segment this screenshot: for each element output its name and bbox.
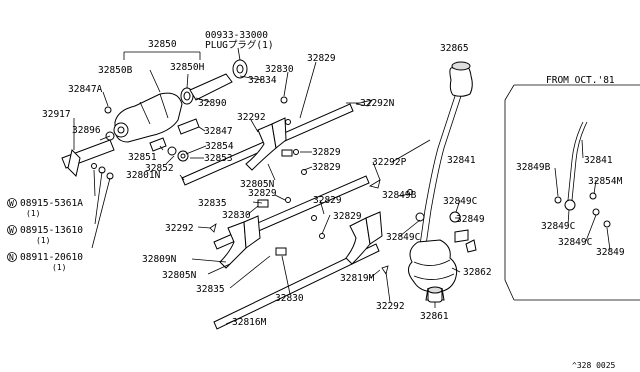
label-08915-5361a-qty: (1) (26, 209, 40, 218)
label-32809n: 32809N (142, 254, 177, 265)
diagram-code: ^328 0025 (572, 361, 616, 370)
label-08915-13610-qty: (1) (36, 236, 50, 245)
circle-w-1 (7, 198, 17, 208)
label-32849: 32849 (456, 214, 485, 225)
label-32849b: 32849B (382, 190, 417, 201)
label-32862: 32862 (463, 267, 492, 278)
inset-label-32849: 32849 (596, 247, 625, 258)
label-32292-mid: 32292 (165, 223, 194, 234)
circle-w-1-letter: W (9, 199, 14, 208)
label-32852: 32852 (145, 163, 174, 174)
upper-shift-shaft (61, 59, 248, 180)
part-labels: 32850 00933-33000 PLUGプラグ(1) 32865 32850… (20, 30, 625, 370)
label-from-oct-81: FROM OCT.'81 (546, 75, 615, 86)
label-32890: 32890 (198, 98, 227, 109)
inset-label-32849c-1: 32849C (541, 221, 575, 232)
label-32292n: 32292N (360, 98, 395, 109)
label-32805n-upper: 32805N (240, 179, 275, 190)
label-32830-mid: 32830 (222, 210, 251, 221)
label-32829-mid2: 32829 (312, 162, 341, 173)
label-32850b: 32850B (98, 65, 133, 76)
inset-label-32841: 32841 (584, 155, 613, 166)
circle-w-2-letter: W (9, 226, 14, 235)
circled-prefixes: W W N (7, 198, 17, 262)
label-32834: 32834 (248, 75, 277, 86)
label-08911-20610-qty: (1) (52, 263, 66, 272)
circle-n-1 (7, 252, 17, 262)
label-32829-right: 32829 (313, 195, 342, 206)
label-32829-lower: 32829 (333, 211, 362, 222)
fork-lower (345, 211, 383, 265)
label-32896: 32896 (72, 125, 101, 136)
inset-label-32854m: 32854M (588, 176, 623, 187)
label-08915-13610: 08915-13610 (20, 225, 83, 236)
label-32841: 32841 (447, 155, 476, 166)
label-32830-lower: 32830 (275, 293, 304, 304)
label-32292p: 32292P (372, 157, 407, 168)
label-32292-upper: 32292 (237, 112, 266, 123)
circle-n-1-letter: N (9, 253, 14, 262)
leader-lines (73, 47, 611, 325)
label-32801n: 32801N (126, 170, 161, 181)
label-32292-lower: 32292 (376, 301, 405, 312)
label-plug: PLUGプラグ(1) (205, 39, 274, 51)
label-32865: 32865 (440, 43, 469, 54)
label-00933-33000: 00933-33000 (205, 30, 268, 41)
shift-lever (419, 61, 473, 246)
label-32847: 32847 (204, 126, 233, 137)
label-32819m: 32819M (340, 273, 375, 284)
label-32829-top: 32829 (307, 53, 336, 64)
lever-knob-32861 (427, 286, 443, 303)
label-32835-lower: 32835 (196, 284, 225, 295)
label-32861: 32861 (420, 311, 449, 322)
label-32847a: 32847A (68, 84, 103, 95)
label-32830-top: 32830 (265, 64, 294, 75)
label-08911-20610: 08911-20610 (20, 252, 83, 263)
inset-label-32849c-2: 32849C (558, 237, 592, 248)
label-32851: 32851 (128, 152, 157, 163)
label-32849c-top: 32849C (443, 196, 477, 207)
inset-label-32849b: 32849B (516, 162, 551, 173)
label-32850: 32850 (148, 39, 177, 50)
circle-w-2 (7, 225, 17, 235)
label-32835-upper: 32835 (198, 198, 227, 209)
label-32829-mid1: 32829 (312, 147, 341, 158)
label-32816m: 32816M (232, 317, 267, 328)
shift-rail-32816M (213, 243, 380, 330)
label-32805n-lower: 32805N (162, 270, 197, 281)
label-32829-side: 32829 (248, 188, 277, 199)
fork-middle (219, 215, 261, 269)
fork-upper (245, 117, 287, 171)
label-32853: 32853 (204, 153, 233, 164)
label-32917: 32917 (42, 109, 71, 120)
label-32854: 32854 (205, 141, 234, 152)
lever-bushings (407, 189, 477, 253)
label-32850h: 32850H (170, 62, 205, 73)
inset-panel (504, 84, 640, 301)
rail-hardware (209, 96, 389, 275)
label-32849c-mid: 32849C (386, 232, 420, 243)
label-08915-5361a: 08915-5361A (20, 198, 83, 209)
